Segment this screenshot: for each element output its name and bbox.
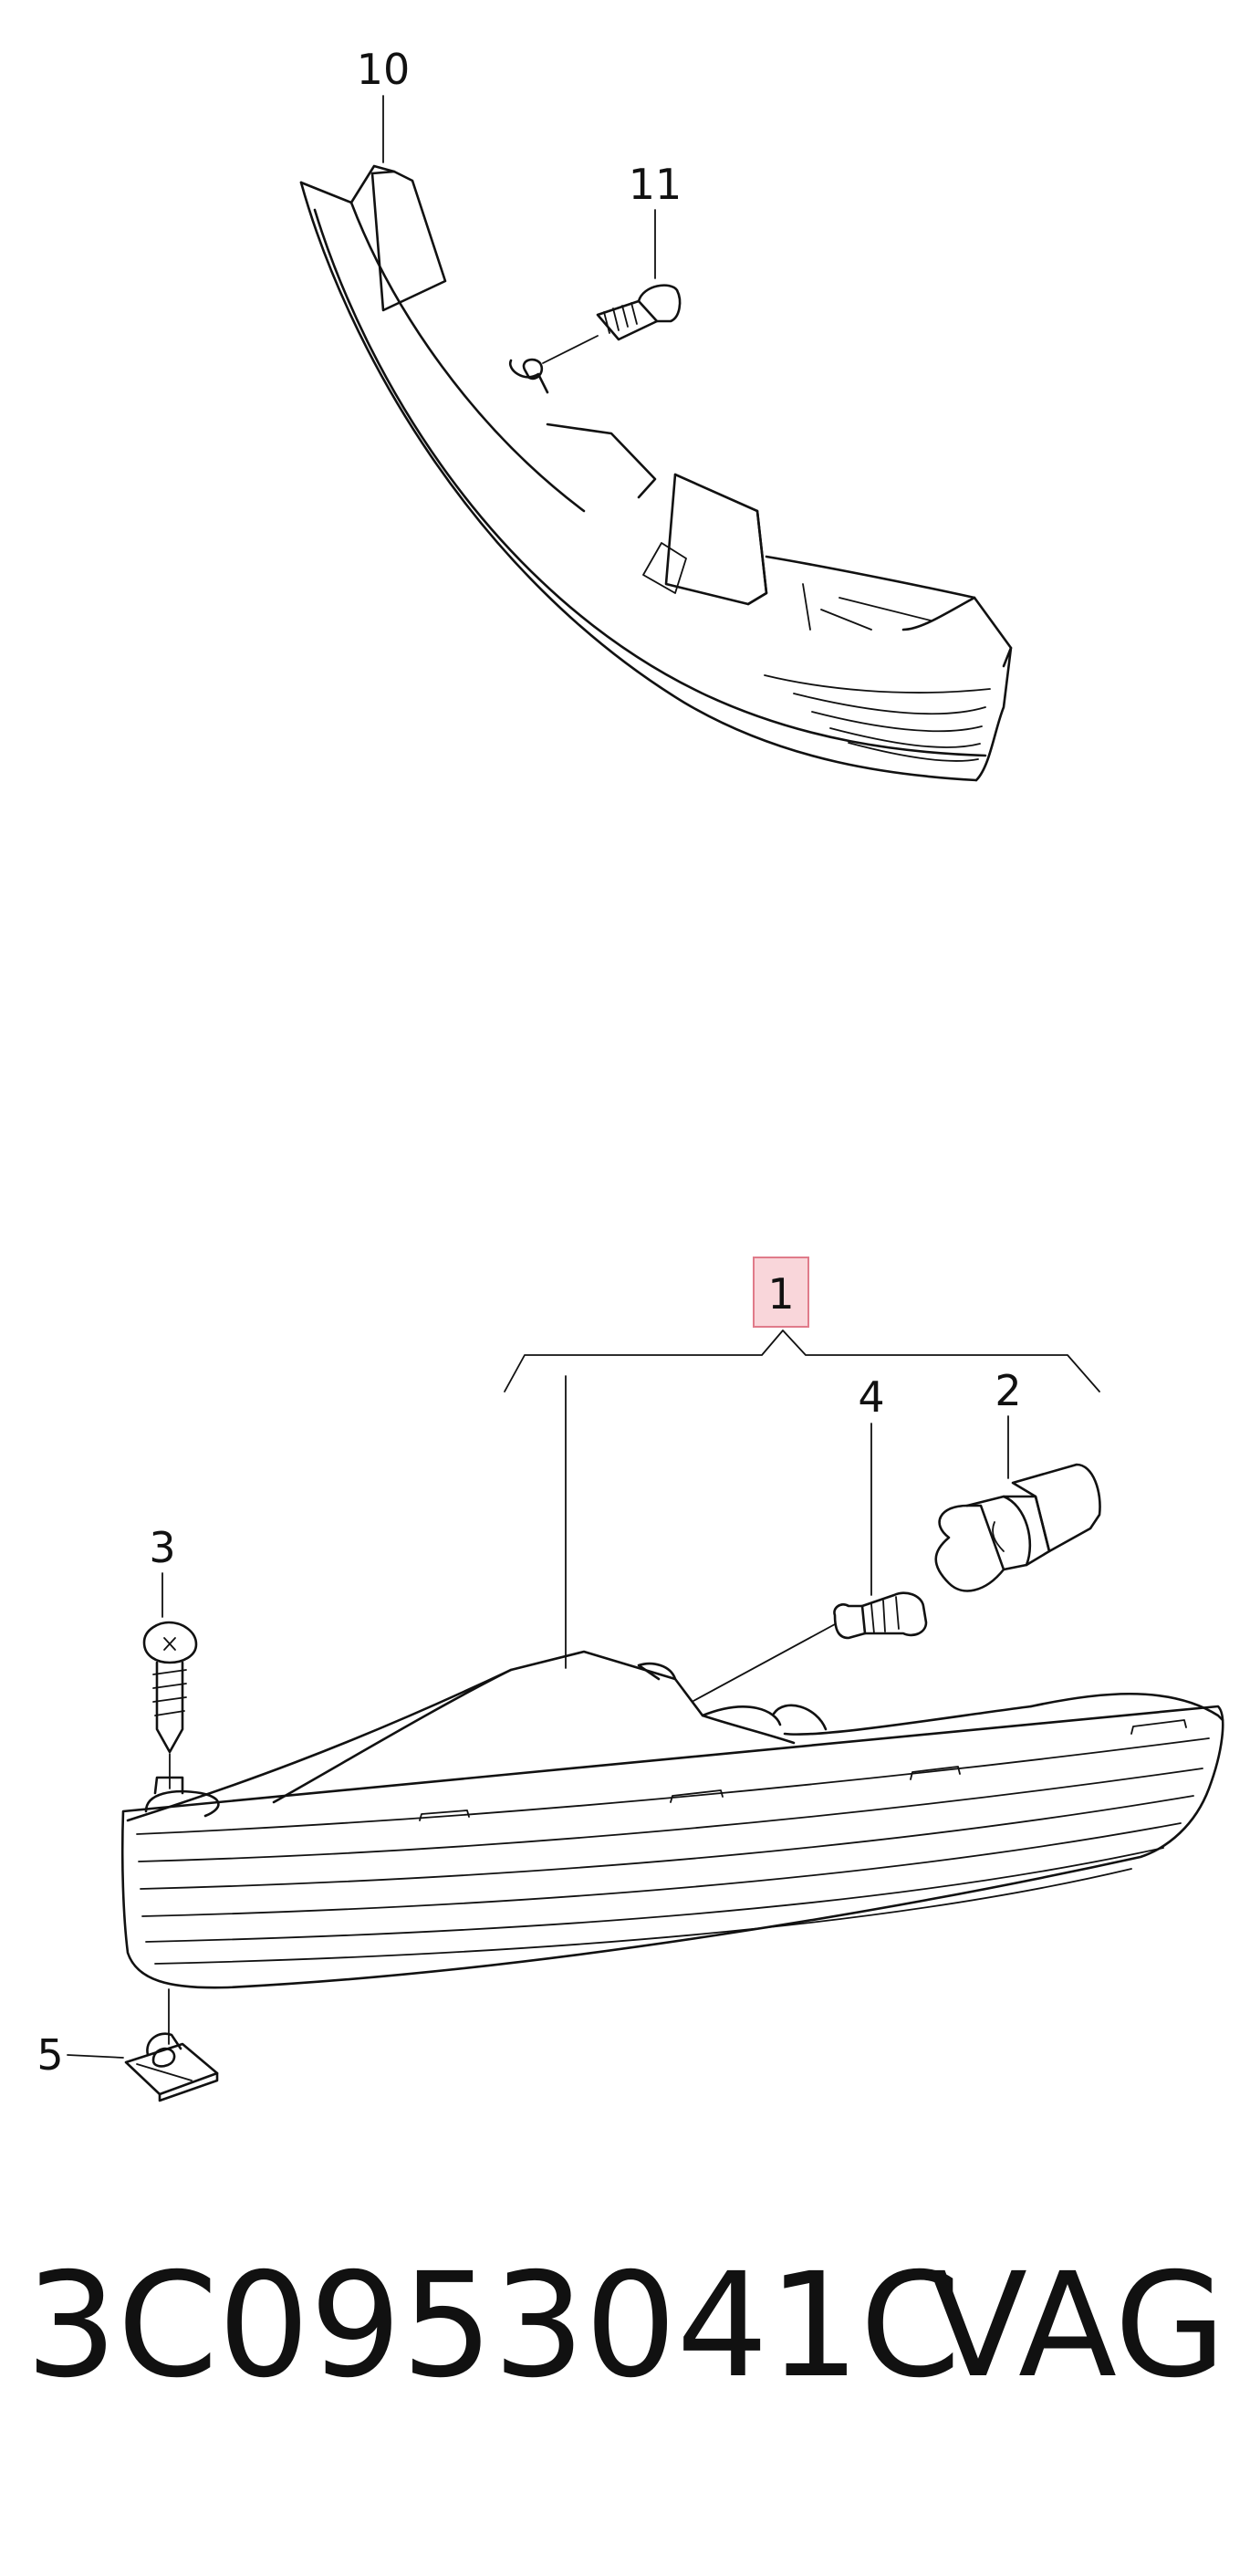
lamp-housing-part-10 <box>299 164 1013 782</box>
part-number-caption: 3C0953041C <box>26 2242 961 2410</box>
callout-2: 2 <box>995 1366 1021 1415</box>
leader-line-3 <box>161 1572 171 1789</box>
callout-10: 10 <box>357 45 411 94</box>
callout-1-highlight <box>753 1257 809 1328</box>
clip-nut-part-5 <box>124 2032 219 2102</box>
turn-signal-lamp-part-1 <box>120 1650 1224 1989</box>
bulb-part-4 <box>693 1591 928 1702</box>
screw-part-11 <box>522 284 682 381</box>
bulb-socket-part-2 <box>934 1463 1101 1592</box>
brand-caption: VAG <box>929 2242 1226 2410</box>
callout-3: 3 <box>149 1523 175 1572</box>
callout-1: 1 <box>767 1269 794 1319</box>
callout-4: 4 <box>858 1372 884 1422</box>
bracket-1 <box>504 1330 1100 1392</box>
callout-11: 11 <box>629 160 682 209</box>
callout-5: 5 <box>36 2030 63 2080</box>
screw-part-3 <box>142 1621 198 1754</box>
leader-line-5 <box>67 1988 170 2059</box>
